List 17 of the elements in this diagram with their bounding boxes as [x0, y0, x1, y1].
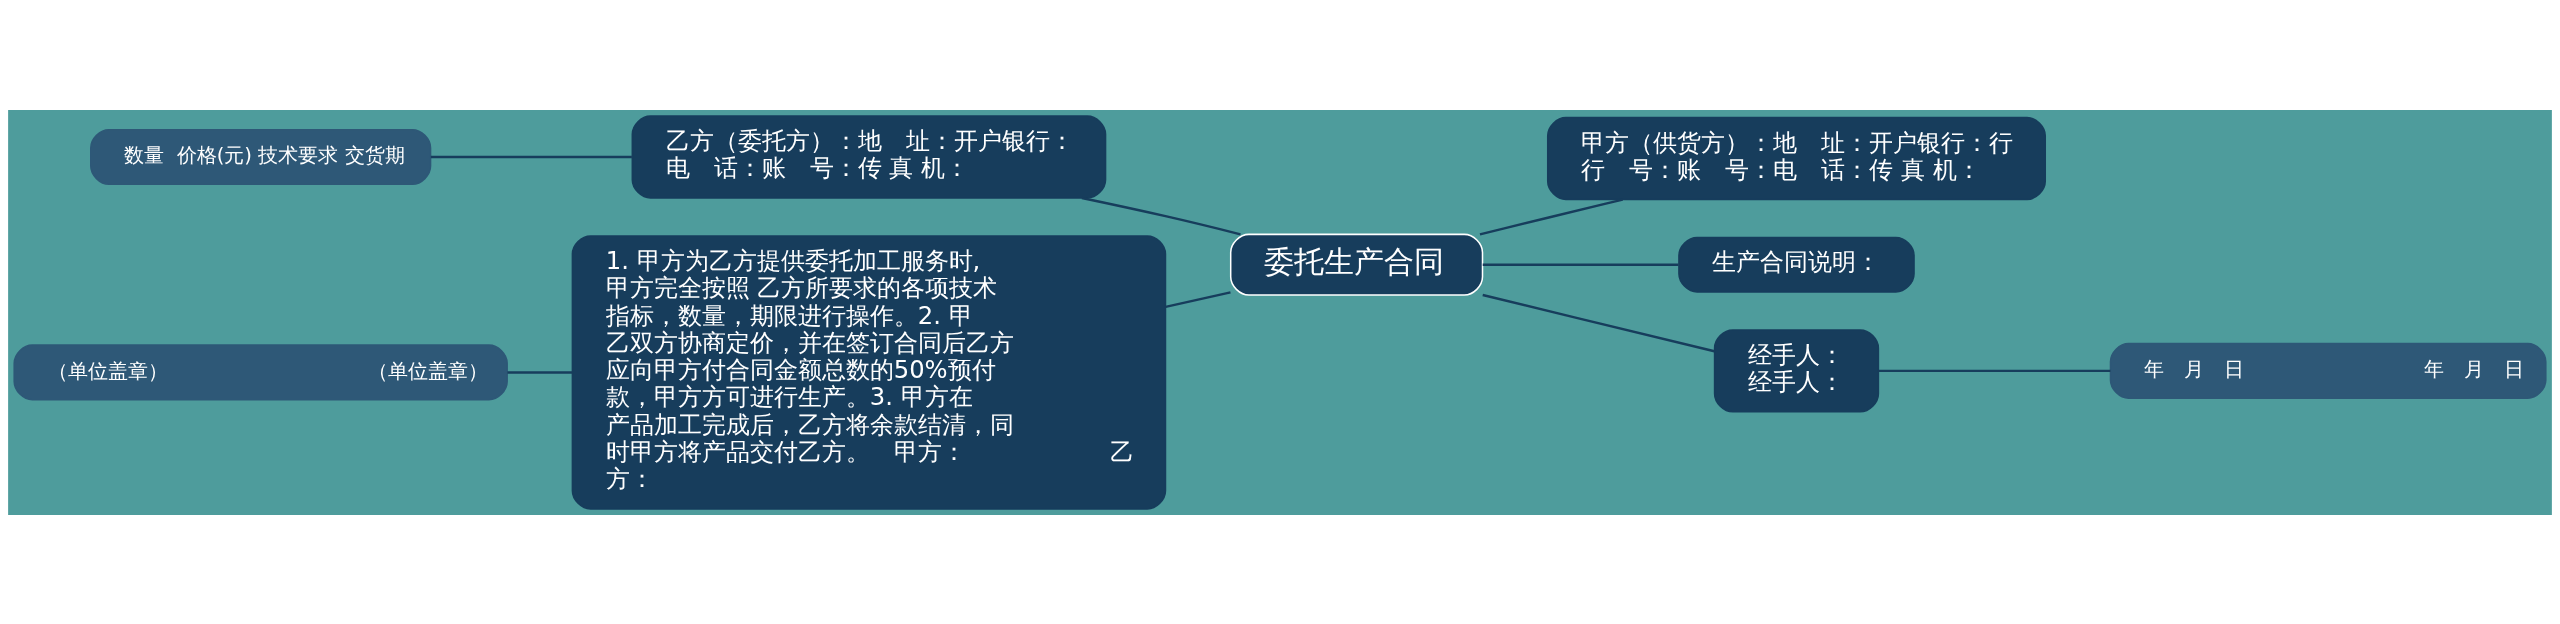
connector	[430, 155, 632, 158]
connector	[1878, 369, 2111, 372]
node-box: （单位盖章） （单位盖章）	[13, 343, 508, 400]
node-box: 乙方（委托方）：地 址：开户银行：电 话：账 号：传 真 机：	[631, 114, 1107, 199]
node-box: 数量 价格(元) 技术要求 交货期	[90, 128, 432, 185]
connector	[507, 370, 573, 374]
connector	[1482, 263, 1679, 266]
node-box: 经手人：经手人：	[1713, 328, 1880, 413]
connector	[1482, 293, 1715, 352]
node-box: 甲方（供货方）：地 址：开户银行：行行 号：账 号：电 话：传 真 机：	[1546, 116, 2046, 200]
node-box: 年 月 日 年 月 日	[2109, 342, 2547, 399]
node-box: 委托生产合同	[1229, 233, 1484, 296]
node-box: 1. 甲方为乙方提供委托加工服务时,甲方完全按照 乙方所要求的各项技术指标，数量，期限进行操作。2. 甲乙双方协商定价，并在签订合同后乙方应向甲方付合同金额总数的50%预付款，甲方方可进行生产。3. 甲方在产品加工完成后，乙方将余款结清，同时甲方将产品交付乙方。 甲方： 乙方：	[571, 234, 1167, 510]
connector	[1165, 290, 1231, 308]
connector	[1081, 196, 1241, 236]
node-box: 生产合同说明：	[1678, 236, 1915, 293]
connector	[1479, 197, 1623, 235]
